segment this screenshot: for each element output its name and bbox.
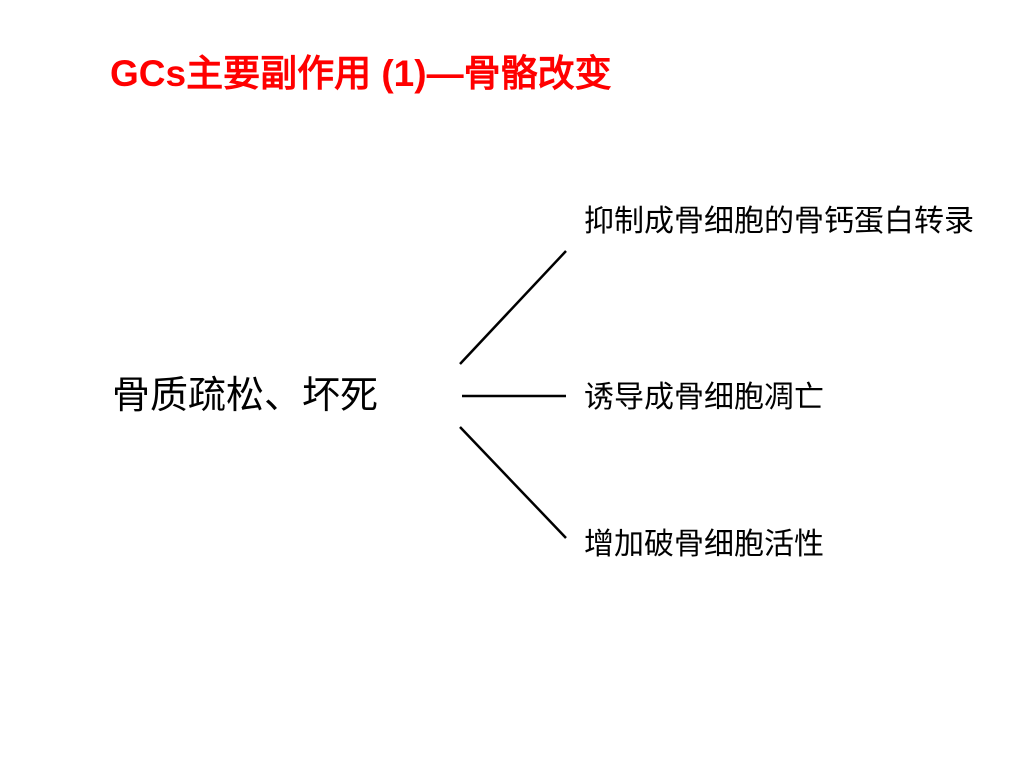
connector-line-lower — [459, 426, 567, 539]
branch-label-lower: 增加破骨细胞活性 — [584, 527, 824, 562]
connector-line-upper — [459, 250, 567, 365]
root-node-label: 骨质疏松、坏死 — [112, 373, 379, 417]
branch-label-upper: 抑制成骨细胞的骨钙蛋白转录 — [584, 204, 974, 239]
branch-label-middle: 诱导成骨细胞凋亡 — [584, 380, 824, 415]
slide-title: GCs主要副作用 (1)—骨骼改变 — [110, 53, 612, 94]
